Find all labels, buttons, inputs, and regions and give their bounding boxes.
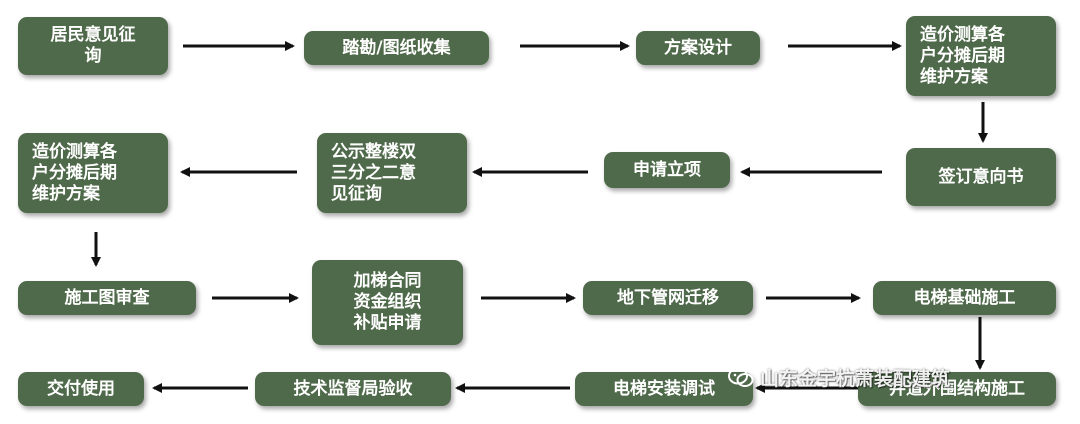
step-cost-estimate-left: 造价测算各 户分摊后期 维护方案 xyxy=(18,133,168,213)
wechat-icon xyxy=(728,367,754,389)
step-contract-funding: 加梯合同 资金组织 补贴申请 xyxy=(312,260,463,345)
step-cost-estimate-top: 造价测算各 户分摊后期 维护方案 xyxy=(906,16,1056,96)
step-elevator-installation: 电梯安装调试 xyxy=(575,372,753,406)
step-elevator-foundation: 电梯基础施工 xyxy=(873,281,1056,315)
step-shaft-structure: 井道外围结构施工 xyxy=(858,372,1056,406)
step-design-plan: 方案设计 xyxy=(636,31,760,65)
watermark-text: 山东金宇杭萧装配建筑 xyxy=(760,368,951,390)
step-drawing-review: 施工图审查 xyxy=(18,281,196,315)
step-site-survey: 踏勘/图纸收集 xyxy=(304,31,489,65)
step-residents-survey: 居民意见征 询 xyxy=(18,17,168,75)
watermark: 山东金宇杭萧装配建筑 xyxy=(728,364,950,391)
step-pipe-relocation: 地下管网迁移 xyxy=(583,281,753,315)
step-public-notice: 公示整楼双 三分之二意 见征询 xyxy=(317,133,467,213)
step-delivery: 交付使用 xyxy=(18,372,144,406)
step-project-application: 申请立项 xyxy=(604,152,730,188)
step-inspection-acceptance: 技术监督局验收 xyxy=(255,372,451,406)
step-intent-letter: 签订意向书 xyxy=(906,148,1056,206)
